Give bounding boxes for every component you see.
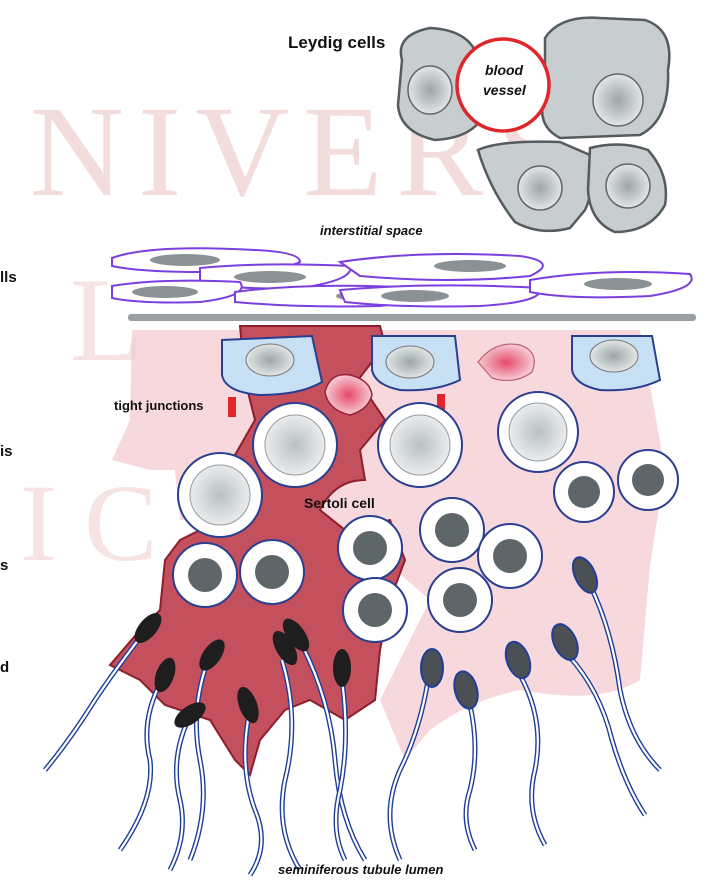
myoid-nucleus: [132, 286, 198, 298]
leydig-nucleus: [606, 164, 650, 208]
blood-vessel-label-line2: vessel: [483, 82, 526, 98]
spermatogonium-nucleus: [590, 340, 638, 372]
myoid-nucleus: [381, 290, 449, 302]
spermatocyte-nucleus: [265, 415, 325, 475]
spermatid-head: [333, 649, 351, 687]
round-spermatid-nucleus: [493, 539, 527, 573]
round-spermatid-nucleus: [443, 583, 477, 617]
spermatocyte-nucleus: [509, 403, 567, 461]
cropped-left-label: is: [0, 443, 13, 460]
leydig-cells-label: Leydig cells: [288, 33, 385, 53]
spermatocyte-nucleus: [190, 465, 250, 525]
round-spermatid-nucleus: [353, 531, 387, 565]
spermatogonium-nucleus: [246, 344, 294, 376]
round-spermatid-nucleus: [568, 476, 600, 508]
sperm-tail: [120, 680, 162, 850]
cropped-left-label: d: [0, 659, 9, 676]
round-spermatid-nucleus: [632, 464, 664, 496]
spermatogonia: [222, 336, 660, 395]
myoid-nucleus: [234, 271, 306, 283]
leydig-nucleus: [408, 66, 452, 114]
sperm-tail: [120, 680, 162, 850]
myoid-nucleus: [584, 278, 652, 290]
leydig-nucleus: [593, 74, 643, 126]
round-spermatid-nucleus: [358, 593, 392, 627]
myoid-nucleus: [150, 254, 220, 266]
basement-membrane: [128, 314, 696, 321]
sperm-tail: [520, 675, 545, 845]
tight-junction-left: [228, 397, 236, 417]
myoid-cell-layer: [112, 248, 692, 306]
cropped-left-label: s: [0, 557, 8, 574]
blood-vessel-label-line1: blood: [485, 62, 523, 78]
cropped-left-label: lls: [0, 269, 17, 286]
leydig-nucleus: [518, 166, 562, 210]
spermatogonium-nucleus: [386, 346, 434, 378]
spermatid-head: [421, 649, 443, 687]
round-spermatid-nucleus: [255, 555, 289, 589]
myoid-nucleus: [434, 260, 506, 272]
watermark-letter-i: I C: [20, 462, 158, 584]
round-spermatid-nucleus: [435, 513, 469, 547]
round-spermatid-nucleus: [188, 558, 222, 592]
tight-junctions-label: tight junctions: [114, 398, 204, 413]
sperm-tail: [170, 720, 188, 870]
lumen-label: seminiferous tubule lumen: [278, 862, 443, 877]
interstitial-space-label: interstitial space: [320, 223, 423, 238]
sertoli-cell-label: Sertoli cell: [304, 495, 375, 511]
spermatocyte-nucleus: [390, 415, 450, 475]
